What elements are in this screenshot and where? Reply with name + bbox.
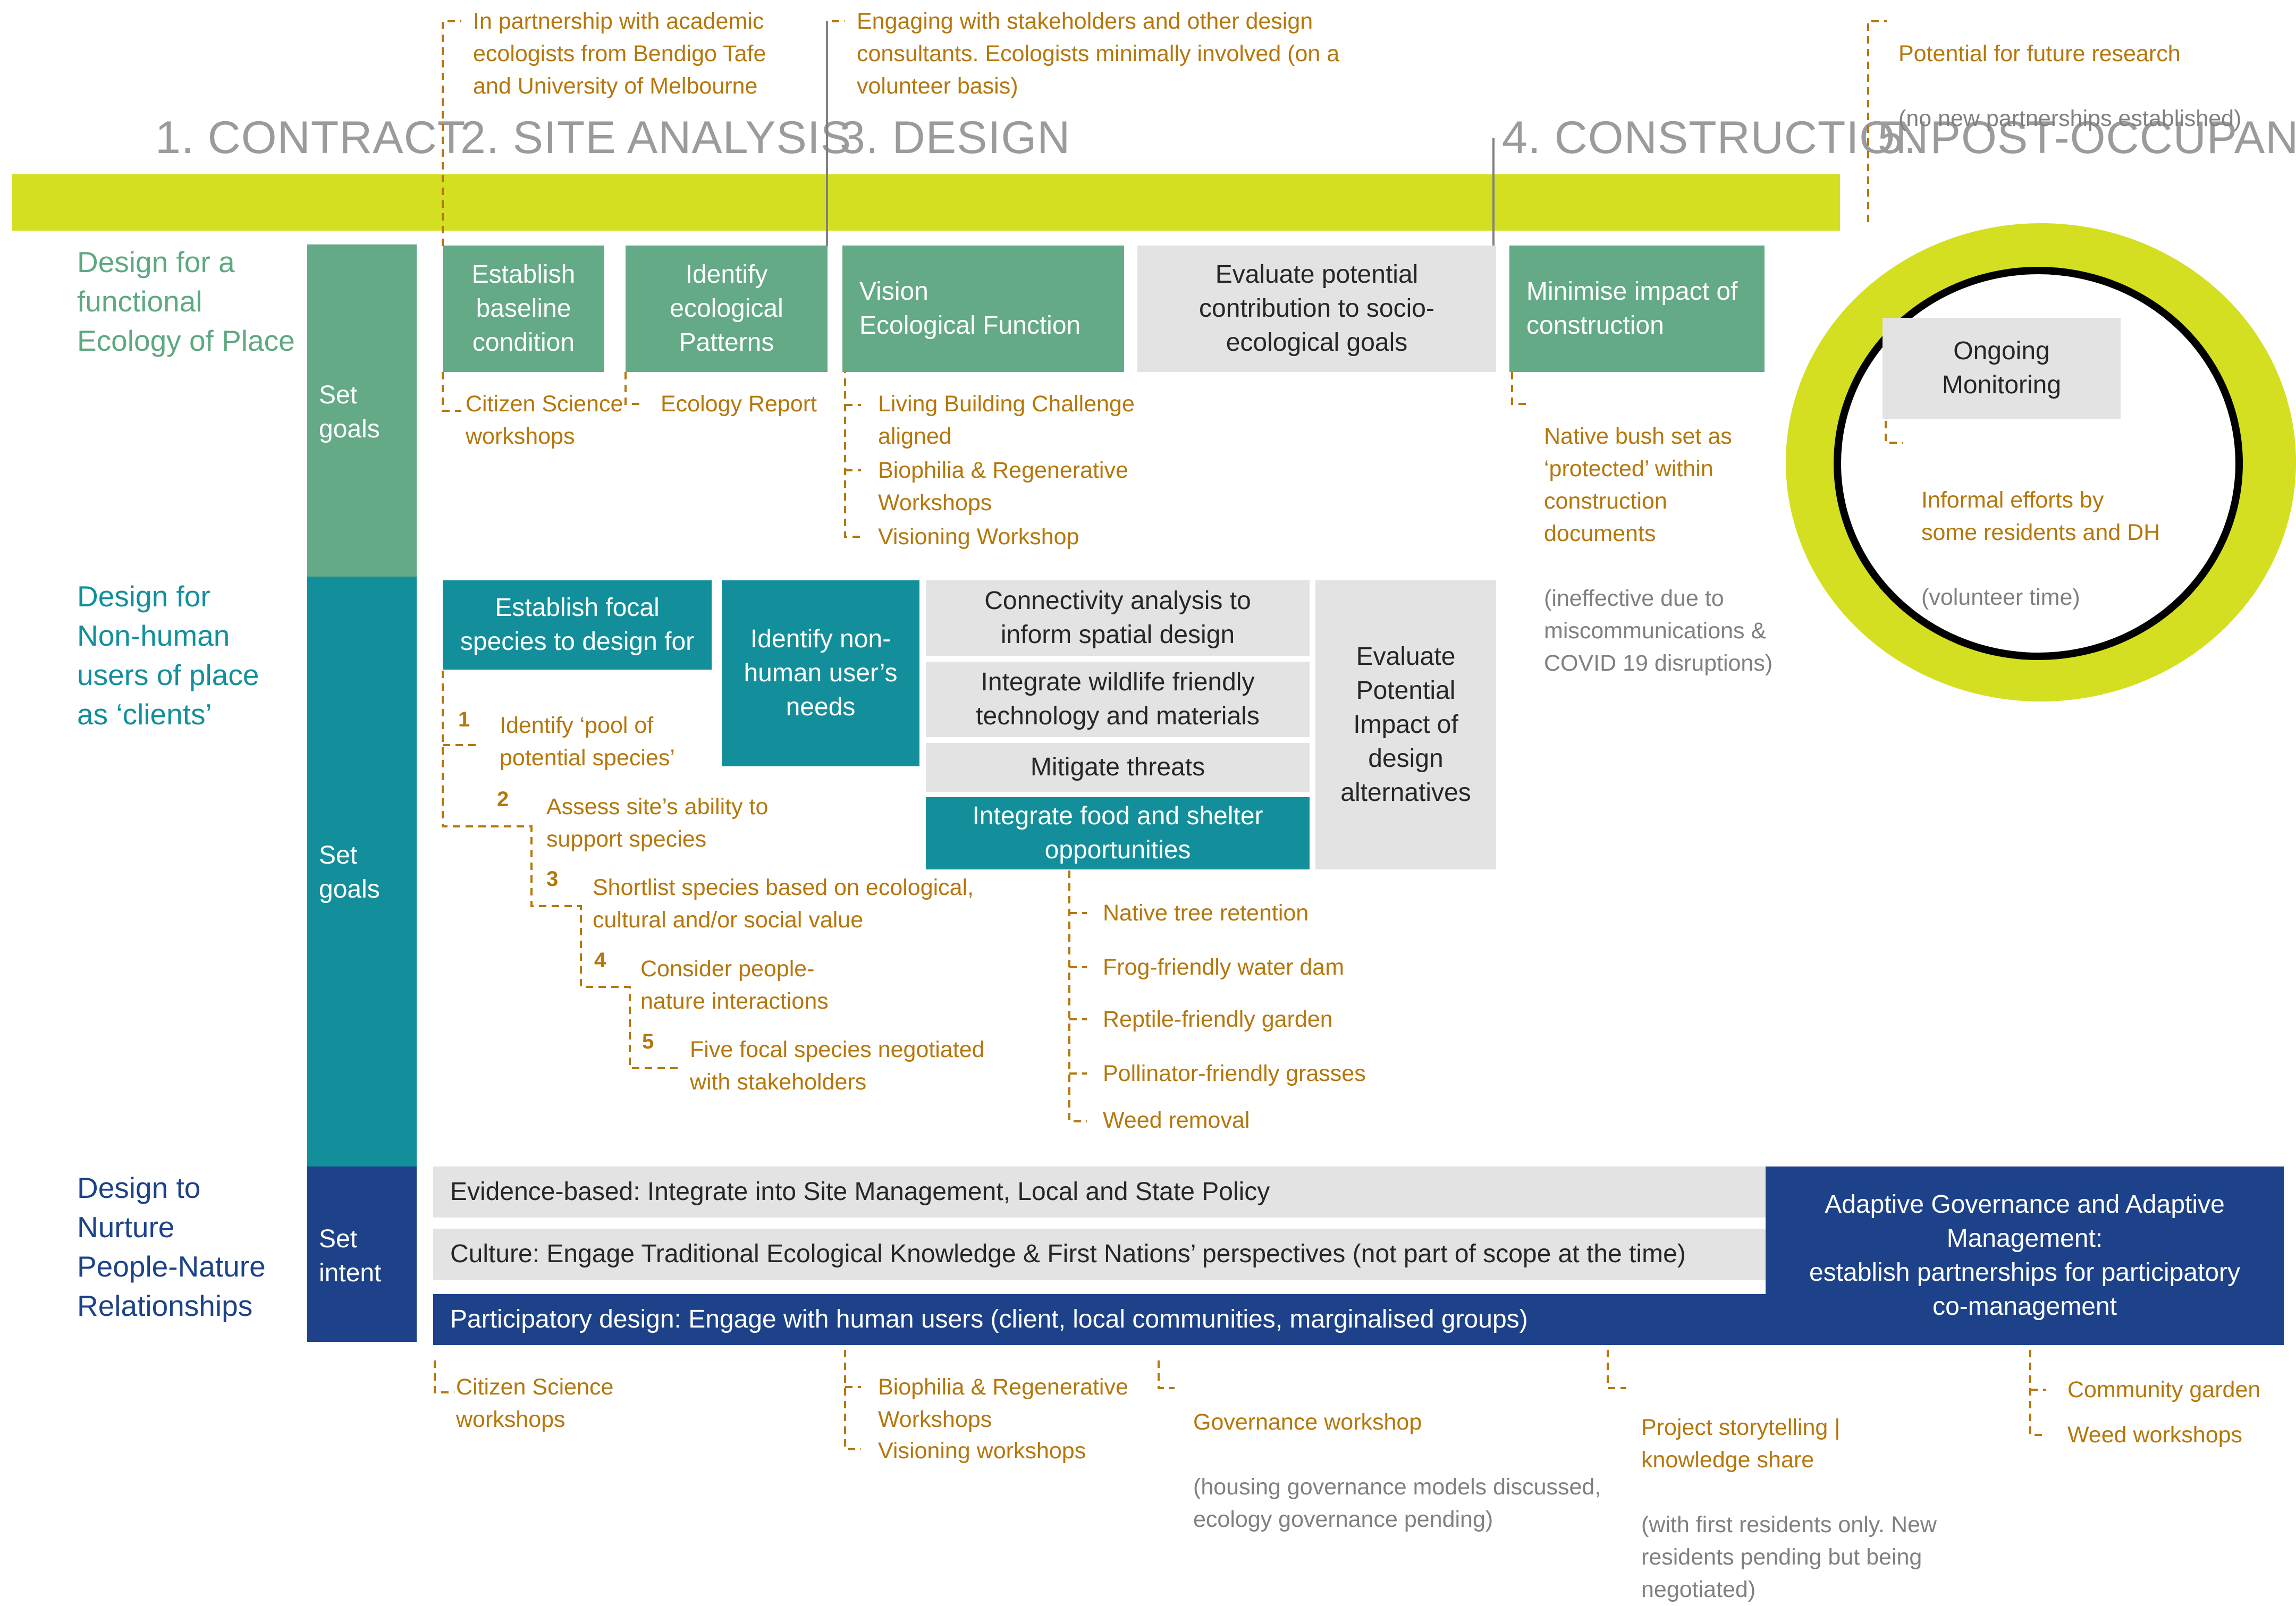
box-identify-patterns: Identify ecological Patterns bbox=[626, 246, 828, 372]
note-storytelling-main: Project storytelling | knowledge share bbox=[1641, 1415, 1841, 1473]
row-title-ecology: Design for a functional Ecology of Place bbox=[77, 246, 295, 357]
step-text: Assess site’s ability to support species bbox=[546, 794, 769, 852]
note-future-research-sub: (no new partnerships established) bbox=[1898, 106, 2242, 131]
row-title-people: Design to Nurture People-Nature Relation… bbox=[77, 1171, 266, 1322]
note-visioning-people: Visioning workshops bbox=[878, 1438, 1086, 1464]
phase-construction: 4. CONSTRUCTION bbox=[1502, 112, 1929, 163]
box-establish-focal-species: Establish focal species to design for bbox=[443, 580, 712, 670]
food-item: Weed removal bbox=[1103, 1108, 1250, 1133]
nonhuman-side-strip bbox=[307, 577, 417, 1167]
box-evaluate-contribution: Evaluate potential contribution to socio… bbox=[1137, 246, 1496, 372]
food-item: Pollinator-friendly grasses bbox=[1103, 1061, 1366, 1086]
phase-site-analysis: 2. SITE ANALYSIS bbox=[460, 112, 852, 163]
step-number: 5 bbox=[642, 1030, 654, 1053]
note-future-research-main: Potential for future research bbox=[1898, 41, 2181, 66]
step-number: 1 bbox=[458, 708, 470, 731]
box-establish-baseline: Establish baseline condition bbox=[443, 246, 604, 372]
note-native-bush-sub: (ineffective due to miscommunications & … bbox=[1544, 586, 1773, 676]
phase-design: 3. DESIGN bbox=[840, 112, 1071, 163]
note-governance-main: Governance workshop bbox=[1193, 1409, 1422, 1435]
note-citizen-science-workshops: Citizen Science workshops bbox=[466, 391, 623, 449]
note-lbc-aligned: Living Building Challenge aligned bbox=[878, 391, 1135, 449]
note-community-garden: Community garden bbox=[2067, 1377, 2261, 1402]
note-storytelling-sub: (with first residents only. New resident… bbox=[1641, 1512, 1937, 1602]
nonhuman-set-goals: Set goals bbox=[319, 841, 380, 903]
note-governance-workshop: Governance workshop (housing governance … bbox=[1193, 1374, 1601, 1536]
step-text: Shortlist species based on ecological, c… bbox=[593, 875, 974, 933]
ecology-side-strip bbox=[307, 244, 417, 577]
box-connectivity-analysis: Connectivity analysis to inform spatial … bbox=[926, 580, 1310, 656]
row-title-nonhuman: Design for Non-human users of place as ‘… bbox=[77, 580, 259, 731]
food-item: Frog-friendly water dam bbox=[1103, 954, 1345, 980]
note-native-bush-main: Native bush set as ‘protected’ within co… bbox=[1544, 424, 1732, 546]
step-number: 4 bbox=[594, 949, 606, 972]
note-biophilia-people: Biophilia & Regenerative Workshops bbox=[878, 1374, 1128, 1432]
box-mitigate-threats: Mitigate threats bbox=[926, 743, 1310, 792]
box-culture: Culture: Engage Traditional Ecological K… bbox=[433, 1229, 1767, 1280]
box-wildlife-friendly-tech: Integrate wildlife friendly technology a… bbox=[926, 662, 1310, 737]
box-vision-ecological-function: Vision Ecological Function bbox=[842, 246, 1124, 372]
note-future-research: Potential for future research (no new pa… bbox=[1898, 5, 2241, 135]
note-governance-sub: (housing governance models discussed, ec… bbox=[1193, 1474, 1601, 1532]
step-number: 2 bbox=[497, 788, 509, 811]
box-evaluate-alternatives: Evaluate Potential Impact of design alte… bbox=[1315, 580, 1496, 869]
ecology-set-goals: Set goals bbox=[319, 381, 380, 443]
food-item: Native tree retention bbox=[1103, 900, 1309, 926]
note-weed-workshops: Weed workshops bbox=[2067, 1422, 2243, 1448]
box-minimise-impact: Minimise impact of construction bbox=[1509, 246, 1765, 372]
step-text: Consider people- nature interactions bbox=[640, 956, 829, 1014]
food-item: Reptile-friendly garden bbox=[1103, 1007, 1333, 1032]
timeline-bar bbox=[12, 174, 1840, 231]
people-set-intent: Set intent bbox=[319, 1225, 382, 1287]
note-citizen-science-people: Citizen Science workshops bbox=[456, 1374, 614, 1432]
note-project-storytelling: Project storytelling | knowledge share (… bbox=[1641, 1379, 1937, 1606]
phase-contract: 1. CONTRACT bbox=[155, 112, 466, 163]
step-text: Five focal species negotiated with stake… bbox=[690, 1037, 985, 1095]
box-identify-nonhuman-needs: Identify non- human user’s needs bbox=[722, 580, 919, 766]
note-native-bush-protected: Native bush set as ‘protected’ within co… bbox=[1544, 388, 1772, 680]
note-academic-partnership: In partnership with academic ecologists … bbox=[473, 9, 766, 99]
step-text: Identify ‘pool of potential species’ bbox=[500, 713, 675, 771]
box-ongoing-monitoring: Ongoing Monitoring bbox=[1883, 318, 2121, 419]
note-ecology-report: Ecology Report bbox=[661, 391, 817, 417]
note-informal-efforts: Informal efforts by some residents and D… bbox=[1921, 452, 2160, 614]
note-visioning-workshop: Visioning Workshop bbox=[878, 524, 1079, 550]
box-evidence-based: Evidence-based: Integrate into Site Mana… bbox=[433, 1167, 1767, 1218]
note-informal-sub: (volunteer time) bbox=[1921, 585, 2080, 610]
phase-post-occupancy: 5. POST-OCCUPANCY bbox=[1878, 112, 2296, 163]
box-food-shelter: Integrate food and shelter opportunities bbox=[926, 797, 1310, 869]
note-biophilia-workshops: Biophilia & Regenerative Workshops bbox=[878, 458, 1128, 515]
box-adaptive-governance: Adaptive Governance and Adaptive Managem… bbox=[1766, 1167, 2284, 1345]
note-informal-main: Informal efforts by some residents and D… bbox=[1921, 487, 2160, 545]
box-participatory-design: Participatory design: Engage with human … bbox=[433, 1294, 1868, 1345]
people-side-strip bbox=[307, 1167, 417, 1342]
note-stakeholder-engagement: Engaging with stakeholders and other des… bbox=[857, 9, 1340, 99]
connector-lines bbox=[434, 20, 2046, 1450]
step-number: 3 bbox=[546, 867, 559, 891]
